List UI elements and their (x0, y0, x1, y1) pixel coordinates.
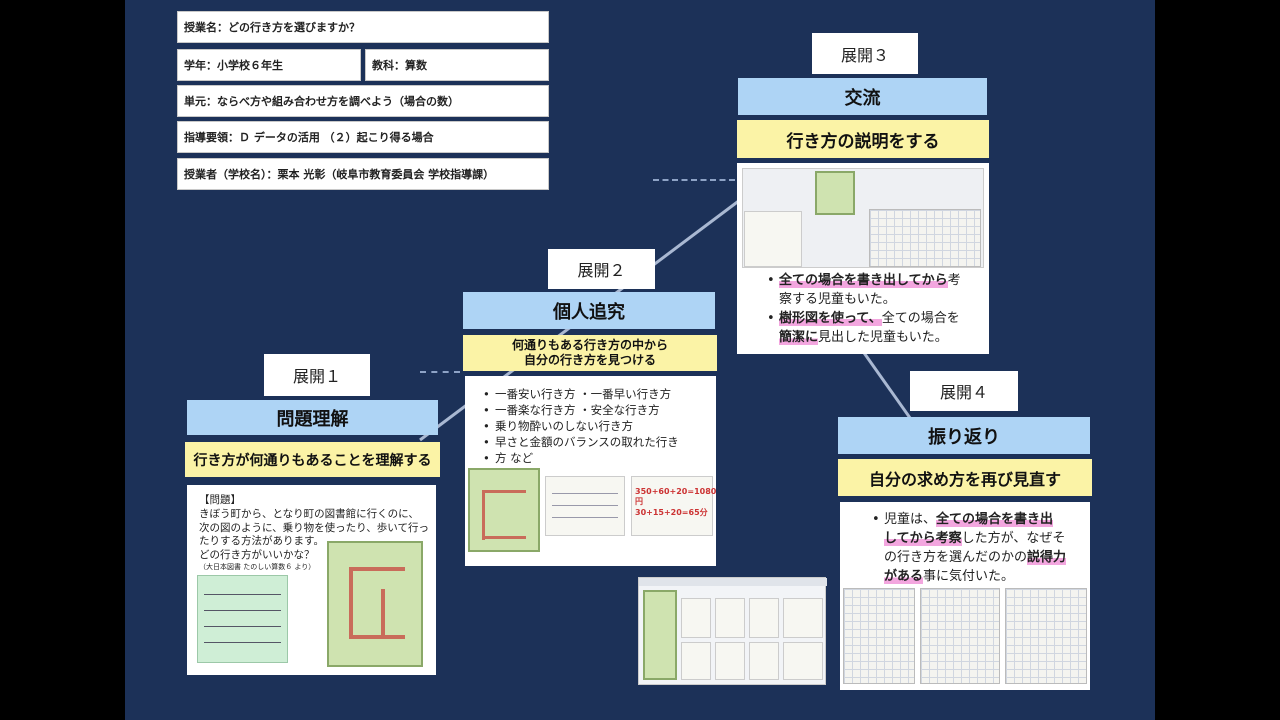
phase1-subtitle: 行き方が何通りもあることを理解する (185, 442, 440, 477)
phase2-subtitle: 何通りもある行き方の中から 自分の行き方を見つける (463, 335, 717, 371)
grade: 学年：小学校６年生 (177, 49, 361, 81)
phase3-panel: 全ての場合を書き出してから考 察する児童もいた。 樹形図を使って、全ての場合を … (737, 163, 989, 354)
unit: 単元：ならべ方や組み合わせ方を調べよう（場合の数） (177, 85, 549, 117)
route-table-image (197, 575, 288, 663)
phase2-bullets: 一番安い行き方 ・一番早い行き方 一番楽な行き方 ・安全な行き方 乗り物酔いのし… (481, 386, 711, 466)
text: 全ての場合を (881, 311, 960, 326)
source-note: （大日本図書 たのしい算数６ より） (199, 563, 316, 571)
problem-heading: 【問題】 (199, 494, 241, 506)
tablet-map-image (468, 468, 540, 552)
phase4-label: 展開４ (910, 371, 1018, 411)
text: 事に気付いた。 (923, 569, 1015, 584)
highlight-text: 樹形図を使って、 (779, 311, 882, 326)
text: 見出した児童もいた。 (818, 330, 948, 345)
phase1-title: 問題理解 (187, 400, 438, 435)
highlight-text: がある (884, 569, 924, 584)
phase2-panel: 一番安い行き方 ・一番早い行き方 一番楽な行き方 ・安全な行き方 乗り物酔いのし… (465, 376, 716, 566)
phase4-title: 振り返り (838, 417, 1090, 454)
problem-line: たりする方法があります。 (199, 535, 324, 547)
text: した方が、なぜそ (961, 531, 1066, 546)
teacher: 授業者（学校名）：栗本 光彰（岐阜市教育委員会 学校指導課） (177, 158, 549, 190)
problem-line: どの行き方がいいかな？ (199, 548, 315, 561)
highlight-text: 簡潔に (779, 330, 819, 345)
guideline: 指導要領：Ｄ データの活用 （２）起こり得る場合 (177, 121, 549, 153)
phase3-bullet-2: 樹形図を使って、全ての場合を 簡潔に見出した児童もいた。 (767, 309, 983, 347)
phase2-subtitle-line: 自分の行き方を見つける (523, 353, 656, 367)
bullet-item: 一番安い行き方 ・一番早い行き方 (483, 386, 711, 402)
text: の行き方を選んだのかの (884, 550, 1028, 565)
problem-body: きぼう町から、となり町の図書館に行くのに、 次の図のように、乗り物を使ったり、歩… (199, 508, 429, 572)
phase3-bullets: 全ての場合を書き出してから考 察する児童もいた。 樹形図を使って、全ての場合を … (765, 271, 983, 347)
tablet-chart-image (545, 476, 625, 536)
dashed-guide-1 (420, 371, 460, 373)
bullet-item: 一番楽な行き方 ・安全な行き方 (483, 402, 711, 418)
text: 児童は、 (884, 512, 937, 527)
calc-line: 350+60+20=1080円 (635, 487, 717, 506)
highlight-text: してから考察 (884, 531, 962, 546)
worksheet-photo-2 (920, 588, 1000, 684)
problem-line: きぼう町から、となり町の図書館に行くのに、 (199, 508, 419, 520)
problem-text: 【問題】 (199, 494, 317, 508)
phase3-bullet-1: 全ての場合を書き出してから考 察する児童もいた。 (767, 271, 983, 309)
phase2-label: 展開２ (548, 249, 655, 289)
text: 考 (947, 273, 961, 288)
highlight-text: 全ての場合を書き出してから (779, 273, 948, 288)
bullet-item: 乗り物酔いのしない行き方 (483, 418, 711, 434)
text: 察する児童もいた。 (779, 292, 896, 307)
bullet-item-cont: 方 など (483, 450, 711, 466)
highlight-text: 説得力 (1027, 550, 1067, 565)
tablet-screens-image (742, 168, 984, 268)
tablet-calc-image: 350+60+20=1080円 30+15+20=65分 (631, 476, 717, 536)
calc-line: 30+15+20=65分 (635, 508, 708, 517)
phase3-label: 展開３ (812, 33, 918, 74)
phase4-bullet: 児童は、全ての場合を書き出 してから考察した方が、なぜそ の行き方を選んだのかの… (872, 510, 1086, 586)
subject: 教科：算数 (365, 49, 549, 81)
phase3-subtitle: 行き方の説明をする (737, 120, 989, 158)
phase1-panel: 【問題】 きぼう町から、となり町の図書館に行くのに、 次の図のように、乗り物を使… (187, 485, 436, 675)
problem-line: 次の図のように、乗り物を使ったり、歩いて行っ (199, 521, 429, 534)
phase4-panel: 児童は、全ての場合を書き出 してから考察した方が、なぜそ の行き方を選んだのかの… (840, 502, 1090, 690)
dashed-guide-2 (653, 179, 735, 181)
phase2-title: 個人追究 (463, 292, 715, 329)
route-map-image (327, 541, 423, 667)
phase2-subtitle-line: 何通りもある行き方の中から (511, 338, 668, 352)
phase4-subtitle: 自分の求め方を再び見直す (838, 459, 1092, 496)
tablet-overview-image (638, 577, 827, 685)
bullet-item: 早さと金額のバランスの取れた行き (483, 434, 711, 450)
lesson-name: 授業名：どの行き方を選びますか？ (177, 11, 549, 43)
phase3-title: 交流 (738, 78, 987, 115)
phase1-label: 展開１ (264, 354, 370, 396)
phase4-text: 児童は、全ての場合を書き出 してから考察した方が、なぜそ の行き方を選んだのかの… (870, 510, 1086, 586)
highlight-text: 全ての場合を書き出 (936, 512, 1054, 527)
worksheet-photo-1 (843, 588, 915, 684)
worksheet-photo-3 (1005, 588, 1087, 684)
